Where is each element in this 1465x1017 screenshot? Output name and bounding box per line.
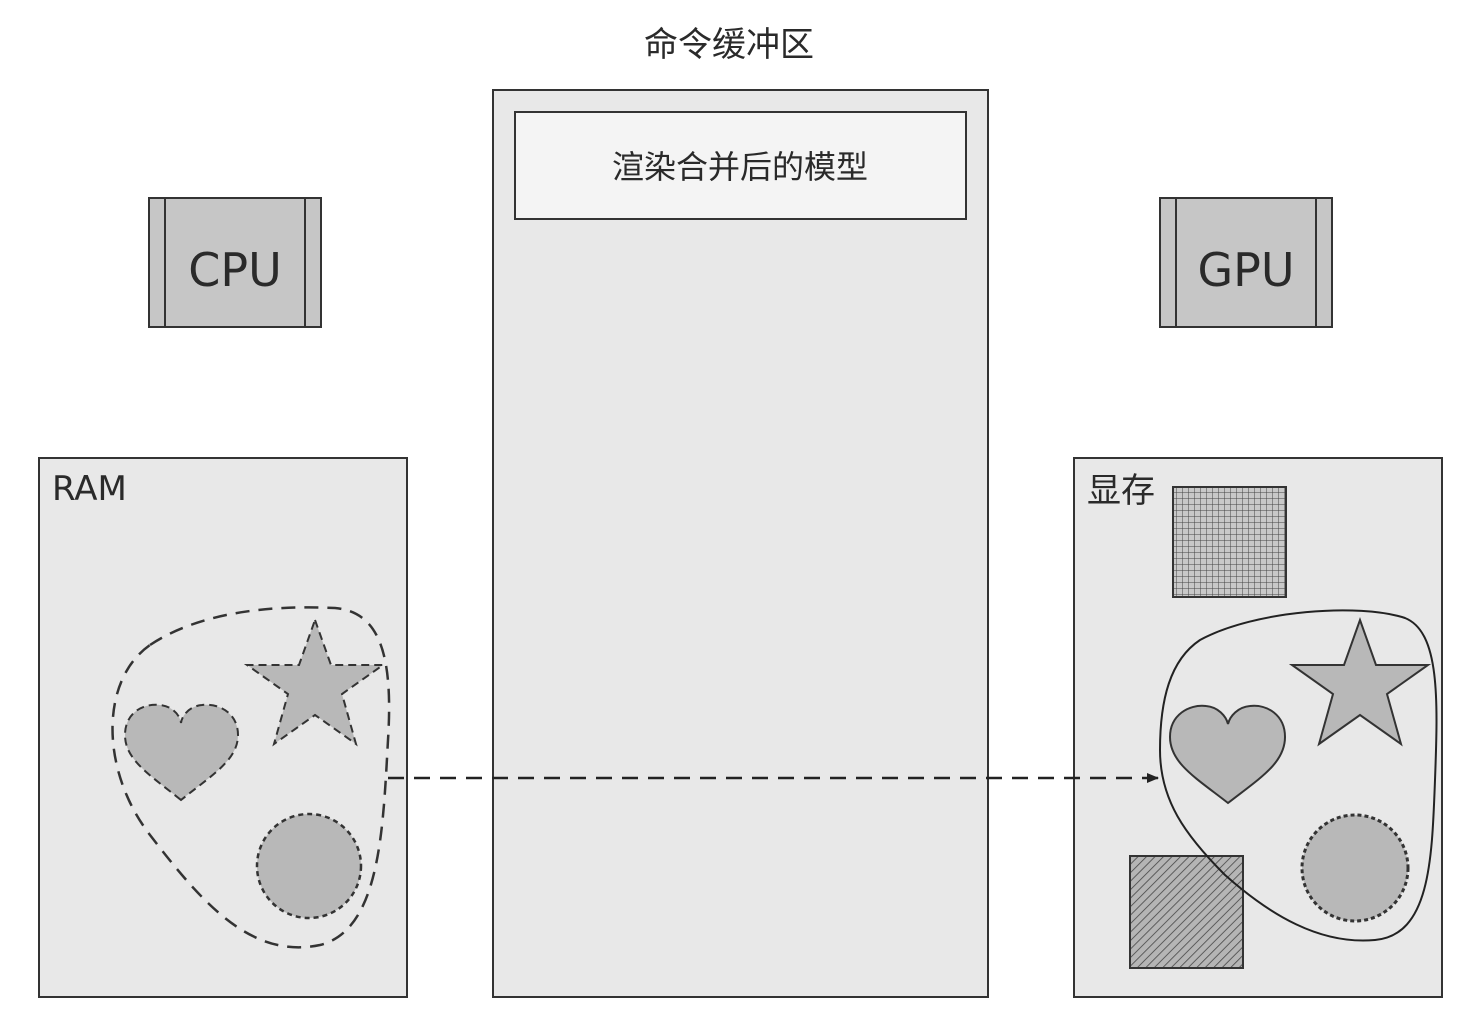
vram-panel: 显存 — [1073, 457, 1443, 998]
heart-icon — [1168, 704, 1287, 805]
gpu-label: GPU — [1197, 243, 1294, 297]
heart-icon — [123, 703, 240, 802]
vram-group-outline — [1158, 609, 1438, 942]
command-buffer-item — [514, 111, 967, 220]
diagram-title: 命令缓冲区 — [644, 25, 814, 65]
star-icon — [1288, 617, 1432, 747]
command-buffer-item-label: 渲染合并后的模型 — [612, 148, 868, 186]
ram-group-outline — [111, 606, 391, 949]
burst-circle-icon — [255, 812, 363, 920]
cpu-chip: CPU — [148, 197, 322, 328]
command-buffer: 渲染合并后的模型 — [492, 89, 989, 998]
ram-panel: RAM — [38, 457, 408, 998]
ram-label: RAM — [52, 469, 127, 509]
hatched-texture-icon — [1129, 855, 1244, 969]
cpu-label: CPU — [188, 243, 282, 297]
vram-label: 显存 — [1087, 471, 1155, 511]
star-icon — [243, 617, 387, 747]
gpu-chip: GPU — [1159, 197, 1333, 328]
burst-circle-icon — [1300, 813, 1410, 923]
grid-texture-icon — [1172, 486, 1287, 598]
